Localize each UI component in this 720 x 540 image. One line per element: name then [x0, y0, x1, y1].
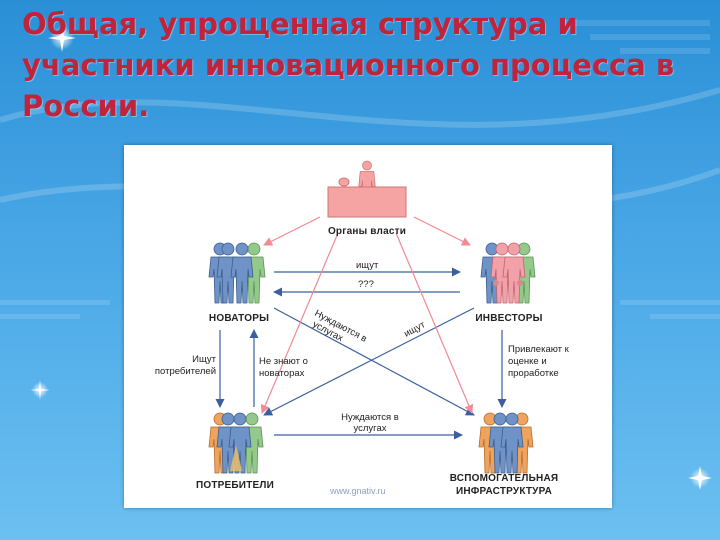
- arrow-investors-to-consumers: [263, 307, 475, 416]
- innovators-figure: [208, 242, 266, 304]
- label-investors-seek: ищут: [402, 319, 427, 340]
- node-infrastructure-label-line2: ИНФРАСТРУКТУРА: [455, 486, 553, 497]
- label-innovators-to-investors: ищут: [356, 260, 379, 271]
- label-attract-2: оценке и: [508, 356, 547, 367]
- label-consumers-need-2: услугах: [353, 423, 387, 434]
- arrow-innovators-to-infrastructure: [273, 307, 475, 416]
- label-dont-know-1: Не знают о: [259, 356, 308, 367]
- label-seek-consumers-2: потребителей: [154, 366, 216, 377]
- arrow-gov-to-innovators: [263, 216, 321, 246]
- label-dont-know-2: новаторах: [259, 368, 305, 379]
- node-consumers-label: ПОТРЕБИТЕЛИ: [196, 480, 274, 491]
- node-government-label: Органы власти: [327, 226, 407, 237]
- consumers-figure: [208, 412, 264, 474]
- label-attract-1: Привлекают к: [508, 344, 569, 355]
- government-figure: [327, 160, 407, 218]
- watermark: www.gnativ.ru: [330, 486, 386, 496]
- label-investors-to-innovators: ???: [358, 279, 374, 290]
- arrow-gov-to-infrastructure: [395, 232, 474, 414]
- label-seek-consumers-1: Ищут: [192, 354, 216, 365]
- diagram-graphics: Нуждаются в услугах ищут: [208, 160, 536, 474]
- node-infrastructure-label-line1: ВСПОМОГАТЕЛЬНАЯ: [449, 473, 559, 484]
- node-investors-label: ИНВЕСТОРЫ: [475, 313, 543, 324]
- node-innovators-label: НОВАТОРЫ: [208, 313, 270, 324]
- arrow-gov-to-consumers: [260, 232, 339, 414]
- label-attract-3: проработке: [508, 368, 559, 379]
- investors-figure: [480, 242, 536, 304]
- infrastructure-figure: [478, 412, 534, 474]
- slide-title: Общая, упрощенная структура и участники …: [22, 7, 675, 123]
- arrow-gov-to-investors: [413, 216, 471, 246]
- diagram-panel: Нуждаются в услугах ищут Органы власти Н…: [124, 145, 612, 508]
- label-consumers-need-1: Нуждаются в: [341, 412, 399, 423]
